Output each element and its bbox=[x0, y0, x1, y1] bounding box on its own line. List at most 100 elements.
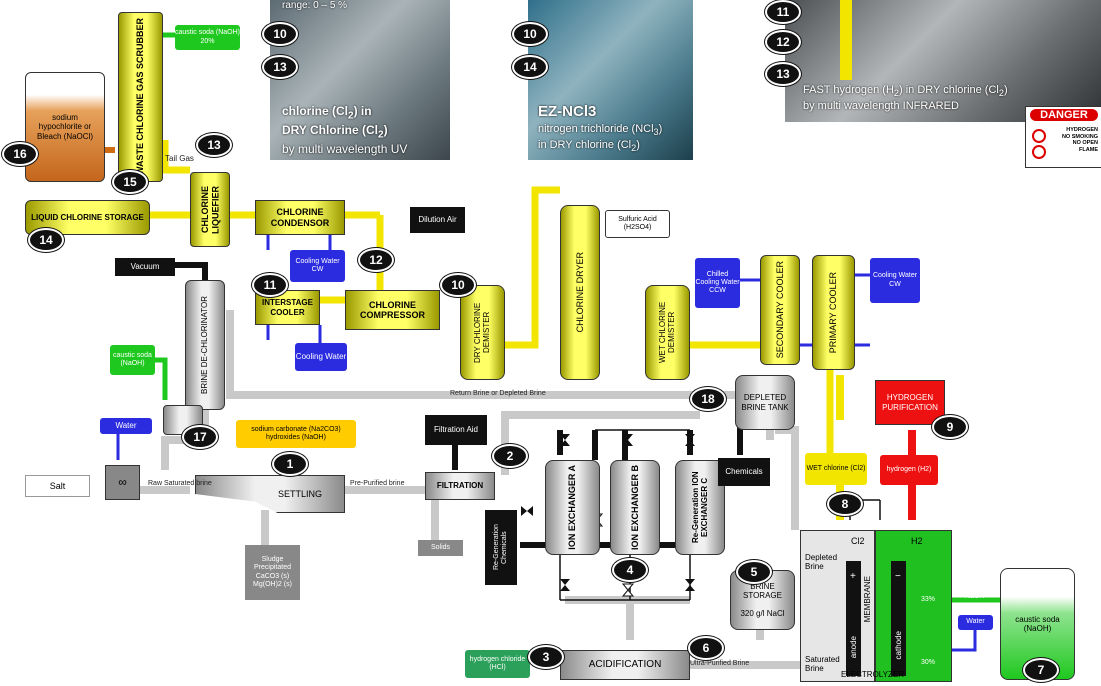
cooling-cw2-box: Cooling Water CW bbox=[870, 258, 920, 303]
photo2-title: EZ-NCl3 bbox=[538, 103, 596, 122]
marker-13-a: 13 bbox=[262, 55, 298, 79]
anode-label: anode bbox=[849, 636, 858, 658]
marker-17: 17 bbox=[182, 425, 218, 449]
acidification: ACIDIFICATION bbox=[560, 650, 690, 680]
marker-3: 3 bbox=[528, 645, 564, 669]
electrolyzer: anode cathode MEMBRANE Cl2 H2 Depleted B… bbox=[800, 530, 952, 682]
caustic-left-box: caustic soda (NaOH) bbox=[110, 345, 155, 375]
marker-6: 6 bbox=[688, 636, 724, 660]
marker-10-b: 10 bbox=[512, 22, 548, 46]
photo3-caption: FAST hydrogen (H2) in DRY chlorine (Cl2)… bbox=[803, 84, 1008, 113]
cooling-cw1-box: Cooling Water CW bbox=[290, 250, 345, 282]
range-label: range: 0 – 5 % bbox=[282, 0, 347, 13]
marker-13: 13 bbox=[196, 133, 232, 157]
membrane-line bbox=[874, 531, 876, 681]
mixer-icon: ∞ bbox=[118, 476, 127, 490]
cl2-label: Cl2 bbox=[851, 536, 865, 546]
cooling-water-box: Cooling Water bbox=[295, 343, 347, 371]
chlorine-condensor: CHLORINE CONDENSOR bbox=[255, 200, 345, 235]
marker-16: 16 bbox=[2, 142, 38, 166]
marker-4: 4 bbox=[612, 558, 648, 582]
chemicals-box: Chemicals bbox=[718, 458, 770, 486]
vacuum-box: Vacuum bbox=[115, 258, 175, 276]
chlorine-liquefier: CHLORINE LIQUEFIER bbox=[190, 172, 230, 247]
hcl-box: hydrogen chloride (HCl) bbox=[465, 650, 530, 678]
marker-14-b: 14 bbox=[512, 55, 548, 79]
marker-13-c: 13 bbox=[765, 62, 801, 86]
naoh-in-label: NaOH bbox=[968, 655, 987, 662]
filtration-aid-box: Filtration Aid bbox=[425, 415, 487, 445]
secondary-cooler: SECONDARY COOLER bbox=[760, 255, 800, 365]
hypochlorite-tank: sodium hypochlorite or Bleach (NaOCl) bbox=[25, 72, 105, 182]
marker-8: 8 bbox=[827, 492, 863, 516]
ion-exchanger-a: ION EXCHANGER A bbox=[545, 460, 600, 555]
pct30-label: 30% bbox=[921, 659, 935, 666]
cathode-compartment bbox=[876, 531, 951, 681]
solids-box: Solids bbox=[418, 540, 463, 556]
photo2-caption: nitrogen trichloride (NCl3) in DRY chlor… bbox=[538, 123, 662, 154]
no-flame-icon bbox=[1032, 145, 1046, 159]
marker-7: 7 bbox=[1023, 658, 1059, 682]
danger-l2: NO SMOKING bbox=[1050, 134, 1098, 141]
danger-title: DANGER bbox=[1030, 109, 1098, 121]
marker-9: 9 bbox=[932, 415, 968, 439]
naoh-out-label: NaOH bbox=[965, 593, 984, 600]
chlorine-compressor: CHLORINE COMPRESSOR bbox=[345, 290, 440, 330]
no-smoking-icon bbox=[1032, 129, 1046, 143]
wet-chlorine-box: WET chlorine (Cl2) bbox=[805, 453, 867, 485]
chlorine-dryer: CHLORINE DRYER bbox=[560, 205, 600, 380]
mixer: ∞ bbox=[105, 465, 140, 500]
hydrogen-box: hydrogen (H2) bbox=[880, 455, 938, 485]
marker-12-c: 12 bbox=[765, 30, 801, 54]
danger-l1: HYDROGEN bbox=[1050, 127, 1098, 134]
primary-cooler: PRIMARY COOLER bbox=[812, 255, 855, 370]
brine-dechlorinator: BRINE DE-CHLORINATOR bbox=[185, 280, 225, 410]
danger-l4: FLAME bbox=[1050, 147, 1098, 154]
raw-brine-label: Raw Saturated brine bbox=[148, 480, 212, 487]
yellow-post bbox=[840, 0, 852, 80]
plus-sign: + bbox=[850, 571, 856, 582]
water-box: Water bbox=[100, 418, 152, 434]
photo-uv-analyzer: range: 0 – 5 % chlorine (Cl2) in DRY Chl… bbox=[270, 0, 450, 160]
marker-18: 18 bbox=[690, 387, 726, 411]
marker-10: 10 bbox=[440, 273, 476, 297]
photo-ir-analyzer: FAST hydrogen (H2) in DRY chlorine (Cl2)… bbox=[785, 0, 1101, 122]
carbonate-box: sodium carbonate (Na2CO3) hydroxides (Na… bbox=[236, 420, 356, 448]
marker-1: 1 bbox=[272, 452, 308, 476]
dry-chlorine-demister: DRY CHLORINE DEMISTER bbox=[460, 285, 505, 380]
depleted-label: Depleted Brine bbox=[805, 553, 845, 571]
hydrogen-purification: HYDROGEN PURIFICATION bbox=[875, 380, 945, 425]
depleted-brine-tank: DEPLETED BRINE TANK bbox=[735, 375, 795, 430]
tail-gas-label: Tail Gas bbox=[165, 154, 194, 163]
marker-5: 5 bbox=[736, 560, 772, 584]
ultra-brine-label: Ultra-Purified Brine bbox=[690, 660, 749, 667]
chilled-water-box: Chilled Cooling Water CCW bbox=[695, 258, 740, 308]
dilution-air-box: Dilution Air bbox=[410, 207, 465, 233]
pre-purified-label: Pre-Purified brine bbox=[350, 480, 404, 487]
regen-chem-box: Re-Generation Chemicals bbox=[485, 510, 517, 585]
marker-14: 14 bbox=[28, 228, 64, 252]
danger-sign: DANGER HYDROGEN NO SMOKING NO OPEN FLAME bbox=[1025, 106, 1101, 168]
ion-exchanger-b: ION EXCHANGER B bbox=[610, 460, 660, 555]
marker-2: 2 bbox=[492, 444, 528, 468]
marker-15: 15 bbox=[112, 170, 148, 194]
water2-box: Water bbox=[958, 615, 993, 630]
marker-12: 12 bbox=[358, 248, 394, 272]
marker-11: 11 bbox=[252, 273, 288, 297]
wet-chlorine-demister: WET CHLORINE DEMISTER bbox=[645, 285, 690, 380]
electrolyzer-label: ELECTROLYZER bbox=[841, 670, 904, 679]
marker-11-c: 11 bbox=[765, 0, 801, 24]
sulfuric-acid-box: Sulfuric Acid (H2SO4) bbox=[605, 210, 670, 238]
danger-l3: NO OPEN bbox=[1050, 140, 1098, 147]
filtration-unit: FILTRATION bbox=[425, 472, 495, 500]
sludge-box: Sludge Precipitated CaCO3 (s) Mg(OH)2 (s… bbox=[245, 545, 300, 600]
waste-chlorine-scrubber: WASTE CHLORINE GAS SCRUBBER bbox=[118, 12, 163, 182]
minus-sign: − bbox=[895, 571, 901, 582]
caustic-20-box: caustic soda (NaOH) 20% bbox=[175, 25, 240, 50]
photo1-caption: chlorine (Cl2) in DRY Chlorine (Cl2) by … bbox=[282, 104, 407, 157]
marker-10-a: 10 bbox=[262, 22, 298, 46]
pct33-label: 33% bbox=[921, 596, 935, 603]
h2-label: H2 bbox=[911, 536, 923, 546]
membrane-label: MEMBRANE bbox=[863, 576, 872, 622]
cathode-label: cathode bbox=[894, 631, 903, 659]
